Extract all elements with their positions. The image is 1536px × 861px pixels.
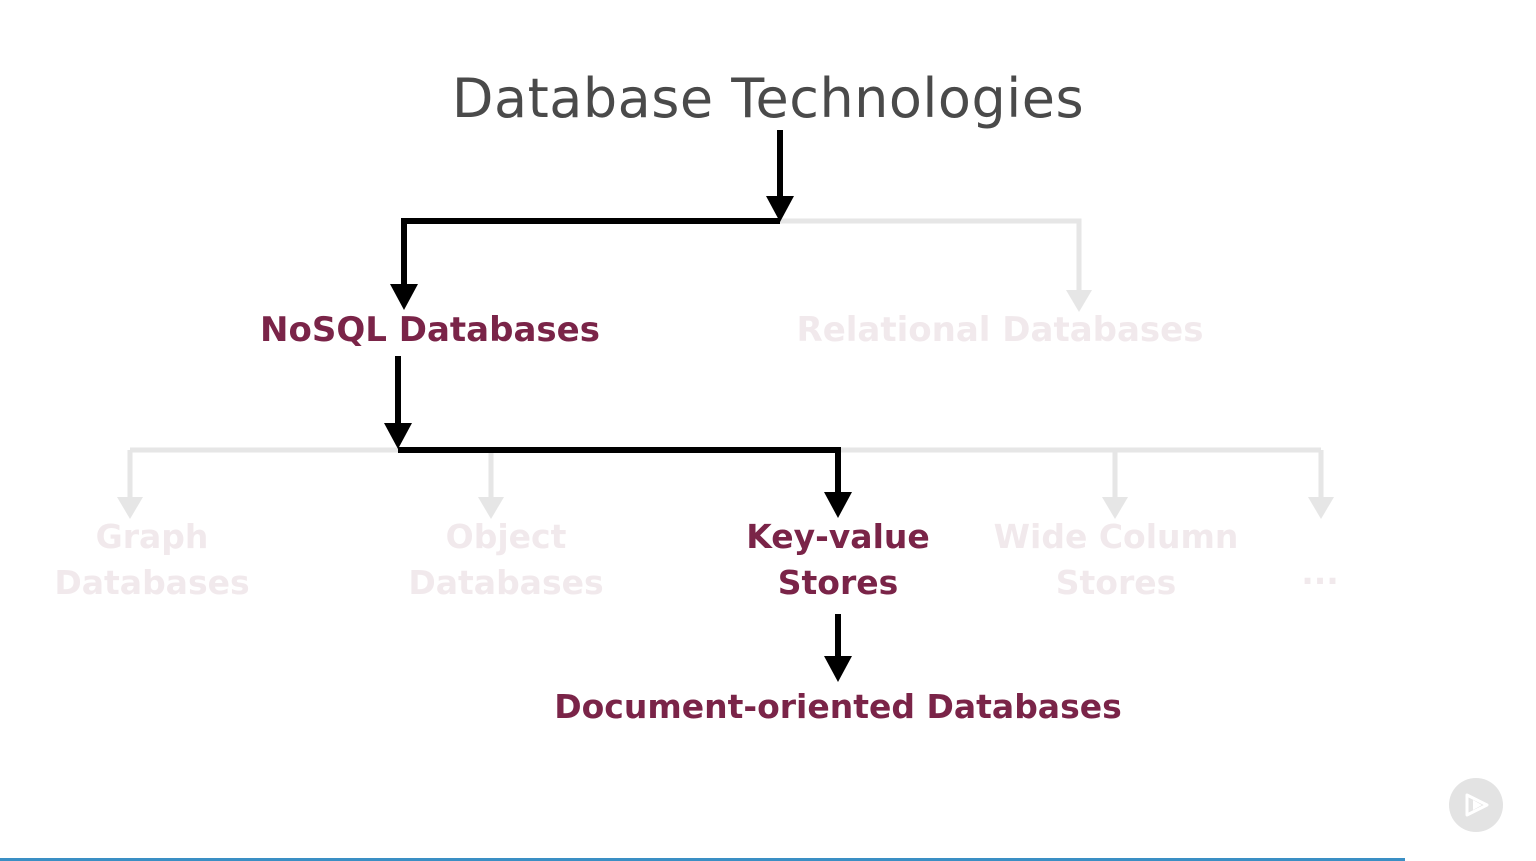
node-relational-label: Relational Databases xyxy=(796,310,1204,350)
node-more: ... xyxy=(1280,550,1360,596)
arrowhead-wide-column xyxy=(1102,497,1128,519)
node-object-line1: Object xyxy=(445,517,567,556)
faded-connectors xyxy=(127,218,1324,506)
arrowhead-document xyxy=(824,656,852,682)
node-relational-databases: Relational Databases xyxy=(780,307,1220,353)
active-connectors xyxy=(395,130,841,670)
arrowhead-key-value xyxy=(824,492,852,518)
active-arrowheads xyxy=(384,196,852,682)
faded-arrowheads xyxy=(117,290,1334,519)
connector-to-nosql xyxy=(401,218,780,296)
node-key-value-stores: Key-value Stores xyxy=(708,514,968,606)
diagram-title: Database Technologies xyxy=(451,67,1085,130)
connector-to-relational xyxy=(780,218,1082,296)
arrowhead-more xyxy=(1308,497,1334,519)
playback-progress-bar[interactable] xyxy=(0,858,1405,861)
node-nosql-label: NoSQL Databases xyxy=(260,310,600,350)
node-key-value-line1: Key-value xyxy=(746,517,930,556)
node-document-label: Document-oriented Databases xyxy=(554,687,1122,726)
node-object-line2: Databases xyxy=(408,563,604,602)
connector-to-key-value xyxy=(398,447,841,505)
node-key-value-line2: Stores xyxy=(777,563,899,602)
arrowhead-graph xyxy=(117,497,143,519)
arrowhead-relational xyxy=(1066,290,1092,312)
play-icon xyxy=(1465,793,1489,817)
node-wide-column-stores: Wide Column Stores xyxy=(976,514,1256,606)
play-button[interactable] xyxy=(1449,778,1503,832)
arrowhead-nosql xyxy=(390,284,418,310)
node-nosql-databases: NoSQL Databases xyxy=(230,307,630,353)
arrowhead-object xyxy=(478,497,504,519)
node-document-oriented-databases: Document-oriented Databases xyxy=(498,684,1178,730)
node-object-databases: Object Databases xyxy=(376,514,636,606)
node-wide-column-line2: Stores xyxy=(1055,563,1177,602)
arrowhead-title xyxy=(766,196,794,222)
arrowhead-level2 xyxy=(384,423,412,449)
node-wide-column-line1: Wide Column xyxy=(993,517,1239,556)
node-more-label: ... xyxy=(1301,553,1339,592)
node-graph-line2: Databases xyxy=(54,563,250,602)
node-graph-line1: Graph xyxy=(95,517,209,556)
node-graph-databases: Graph Databases xyxy=(22,514,282,606)
